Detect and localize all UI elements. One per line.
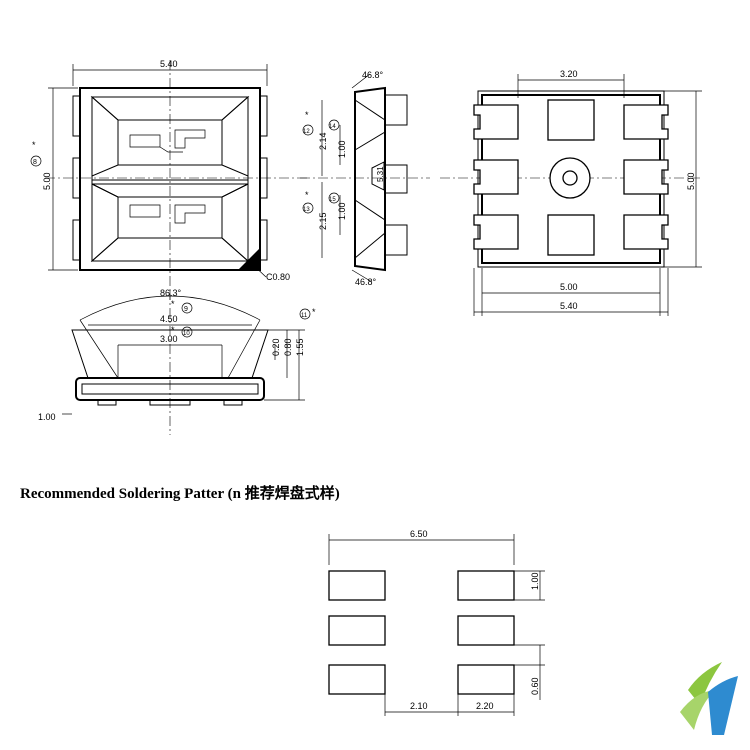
upper-cavity-right	[221, 95, 249, 177]
left-leads	[72, 95, 80, 261]
pad-bottom-left	[473, 214, 519, 250]
sp-gap-label: 0.60	[530, 677, 540, 695]
note-number-13: 13	[303, 207, 310, 213]
pad-mid-left	[473, 159, 519, 195]
height-label: 5.00	[42, 172, 52, 190]
sp-pad-height-label: 1.00	[530, 572, 540, 590]
solder-pad-1	[328, 570, 386, 601]
chamfer-leader	[249, 261, 267, 278]
dim-e-label: 5.31	[376, 166, 385, 182]
angle-top-leader	[351, 73, 371, 89]
h2-label: 0.80	[283, 338, 293, 356]
top-dim-label: 3.20	[560, 69, 578, 79]
logo-leaf-green	[688, 662, 722, 705]
lower-cavity-floor	[117, 196, 223, 239]
note-star-9: *	[171, 299, 175, 309]
side-body	[354, 86, 386, 272]
front-body	[75, 377, 265, 401]
view-angle-arc	[79, 295, 261, 321]
pad-top-left	[473, 104, 519, 140]
solder-pad-4	[457, 615, 515, 646]
note-star-11: *	[312, 307, 316, 317]
pad-top-center	[547, 99, 595, 141]
upper-wire	[159, 146, 183, 153]
note-circle-10	[181, 326, 193, 338]
note-number-14: 14	[329, 124, 336, 130]
side-cavity-lines	[354, 99, 386, 259]
note-number-11: 11	[301, 313, 308, 319]
chamfer-mark	[238, 248, 260, 270]
solder-pad-5	[328, 664, 386, 695]
pad-top-right	[623, 104, 669, 140]
width-label: 5.40	[160, 59, 178, 69]
top-view: C0.80 5.40 5.00 * 8	[30, 59, 310, 300]
foot-label: 1.00	[38, 412, 56, 422]
dim-b-label: 1.00	[337, 140, 347, 158]
inner-width-label: 5.00	[560, 282, 578, 292]
sp-pitch-b-label: 2.20	[476, 701, 494, 711]
sp-total-label: 6.50	[410, 529, 428, 539]
top-view-body	[79, 87, 261, 271]
note-circle-11	[299, 308, 311, 320]
note-circle-12	[302, 124, 314, 136]
angle-bottom-label: 46.8°	[355, 277, 377, 287]
lower-die-pads	[129, 204, 206, 224]
h3-label: 1.55	[295, 338, 305, 356]
note-circle-14	[328, 119, 340, 131]
upper-cavity-left	[91, 95, 119, 177]
note-number-8: 8	[33, 159, 37, 166]
note-circle-15	[328, 192, 340, 204]
upper-die-pads	[129, 129, 206, 149]
note-number-12: 12	[303, 129, 310, 135]
angle-top-label: 46.8°	[362, 70, 384, 80]
front-view: 86.3° 4.50 3.00 0.20 0.80 1.55 1.00 * 9 …	[38, 288, 316, 435]
width-a-label: 4.50	[160, 314, 178, 324]
logo-leaf-blue	[708, 676, 738, 735]
angle-bottom-leader	[351, 269, 373, 283]
dim-a-label: 2.14	[318, 132, 328, 150]
side-center-notch	[371, 161, 385, 191]
view-angle-label: 86.3°	[160, 288, 182, 298]
section-title: Recommended Soldering Patter (n 推荐焊盘式样)	[20, 486, 340, 502]
note-circle-8	[30, 155, 42, 167]
h1-label: 0.20	[271, 338, 281, 356]
outer-width-label: 5.40	[560, 301, 578, 311]
pad-bottom-center	[547, 214, 595, 256]
right-leads	[260, 95, 268, 261]
bottom-view-outline	[477, 90, 665, 268]
note-star-12: *	[305, 110, 309, 120]
note-star-13: *	[305, 190, 309, 200]
note-number-15: 15	[329, 197, 336, 203]
front-leads	[97, 400, 243, 406]
right-height-label: 5.00	[686, 172, 696, 190]
note-circle-13	[302, 202, 314, 214]
solder-pattern: 6.50 1.00 0.60 2.10 2.20	[328, 529, 545, 716]
solder-pad-3	[328, 615, 386, 646]
chamfer-label: C0.80	[266, 272, 290, 282]
brand-logo	[680, 662, 738, 735]
note-number-9: 9	[184, 306, 188, 313]
width-b-label: 3.00	[160, 334, 178, 344]
thermal-pad-hole	[562, 170, 578, 186]
front-body-inner	[81, 383, 259, 395]
dim-d-label: 1.00	[337, 202, 347, 220]
note-star-10: *	[171, 325, 175, 335]
pad-bottom-right	[623, 214, 669, 250]
bottom-view: 3.20 5.00 5.40 5.00	[440, 69, 702, 316]
solder-pad-6	[457, 664, 515, 695]
logo-leaf-light	[680, 690, 715, 730]
note-circle-9	[181, 302, 193, 314]
upper-cavity-floor	[117, 119, 223, 166]
sp-pitch-a-label: 2.10	[410, 701, 428, 711]
note-star-8: *	[32, 140, 36, 150]
pad-mid-right	[623, 159, 669, 195]
solder-pad-2	[457, 570, 515, 601]
side-view: 46.8° 46.8° 2.14 1.00 2.15 1.00 5.31 * 1…	[300, 70, 430, 287]
dim-c-label: 2.15	[318, 212, 328, 230]
side-leads	[385, 94, 408, 256]
note-number-10: 10	[183, 331, 190, 337]
